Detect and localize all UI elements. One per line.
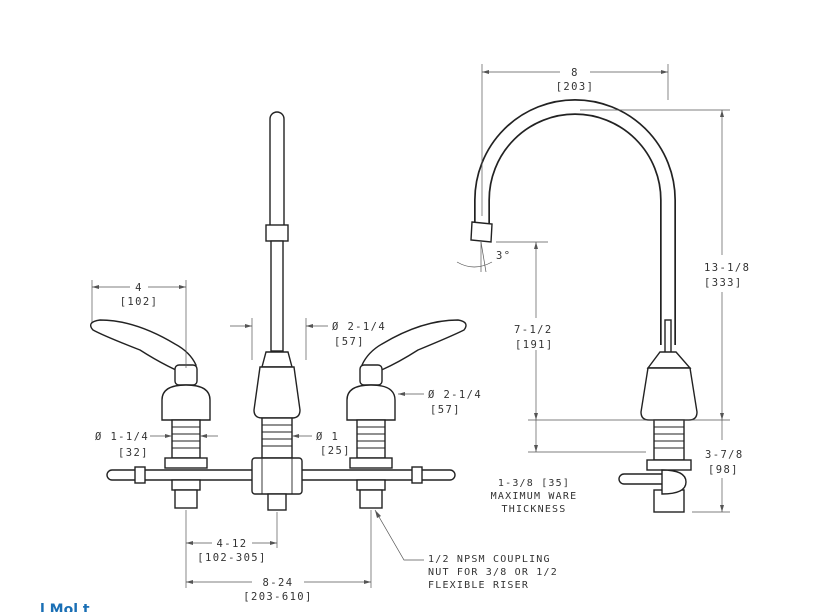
coupling-note-line-2: NUT FOR 3/8 OR 1/2	[428, 567, 558, 578]
dim-stem-diameter: Ø 1 [25]	[292, 431, 351, 457]
front-view: 4 [102] Ø 2-1/4 [57] Ø 2-1/4 [57] Ø 1-1/…	[90, 111, 558, 603]
shank-diameter-value: Ø 1-1/4	[95, 431, 149, 443]
spout-clearance-value: 7-1/2	[514, 324, 553, 336]
dim-center-spread-inner: 4-12 [102-305]	[185, 510, 278, 588]
ware-thickness-callout: 1-3/8 [35] MAXIMUM WARE THICKNESS	[491, 420, 646, 515]
dim-center-spread-outer: 8-24 [203-610]	[186, 510, 372, 603]
ware-thickness-line-2: MAXIMUM WARE	[491, 491, 578, 502]
coupling-note: 1/2 NPSM COUPLING NUT FOR 3/8 OR 1/2 FLE…	[374, 509, 558, 591]
side-body	[618, 351, 698, 513]
dim-overall-height: 13-1/8 [333]	[580, 109, 750, 420]
overall-height-value: 13-1/8	[704, 262, 750, 274]
handle-length-metric: [102]	[120, 296, 159, 308]
center-spread-inner-value: 4-12	[217, 538, 248, 550]
right-valve	[346, 319, 467, 509]
handle-length-value: 4	[135, 282, 143, 294]
center-spread-outer-value: 8-24	[263, 577, 294, 589]
spout-reach-metric: [203]	[556, 81, 595, 93]
spout	[251, 111, 303, 511]
spout-angle-callout: 3°	[456, 241, 511, 273]
stem-diameter-value: Ø 1	[316, 431, 339, 443]
ware-thickness-line-1: 1-3/8 [35]	[498, 478, 570, 489]
dim-spout-clearance: 7-1/2 [191]	[496, 241, 554, 420]
spout-clearance-metric: [191]	[515, 339, 554, 351]
coupling-note-line-3: FLEXIBLE RISER	[428, 580, 529, 591]
dim-shank-diameter: Ø 1-1/4 [32]	[95, 431, 218, 459]
spout-diameter-value: Ø 2-1/4	[332, 321, 386, 333]
gooseneck-spout	[470, 99, 676, 361]
shank-length-metric: [98]	[708, 464, 739, 476]
spout-diameter-metric: [57]	[334, 336, 365, 348]
dim-body-diameter: Ø 2-1/4 [57]	[398, 389, 482, 416]
dim-spout-reach: 8 [203]	[481, 64, 669, 216]
ware-thickness-line-3: THICKNESS	[502, 504, 567, 515]
shank-length-value: 3-7/8	[705, 449, 744, 461]
dim-shank-length: 3-7/8 [98]	[692, 420, 744, 513]
center-spread-inner-metric: [102-305]	[197, 552, 267, 564]
dim-spout-diameter: Ø 2-1/4 [57]	[230, 318, 386, 360]
footer-brand-text: l Mol t	[40, 602, 90, 612]
shank-diameter-metric: [32]	[118, 447, 149, 459]
coupling-note-line-1: 1/2 NPSM COUPLING	[428, 554, 551, 565]
center-spread-outer-metric: [203-610]	[243, 591, 313, 603]
side-view: 8 [203] 13-1/8 [333] 7-1/2 [191]	[456, 64, 750, 515]
body-diameter-value: Ø 2-1/4	[428, 389, 482, 401]
body-diameter-metric: [57]	[430, 404, 461, 416]
dim-handle-length: 4 [102]	[91, 280, 187, 368]
spout-reach-value: 8	[571, 67, 579, 79]
overall-height-metric: [333]	[704, 277, 743, 289]
spout-angle-value: 3°	[496, 250, 511, 262]
stem-diameter-metric: [25]	[320, 445, 351, 457]
left-valve	[90, 319, 211, 509]
